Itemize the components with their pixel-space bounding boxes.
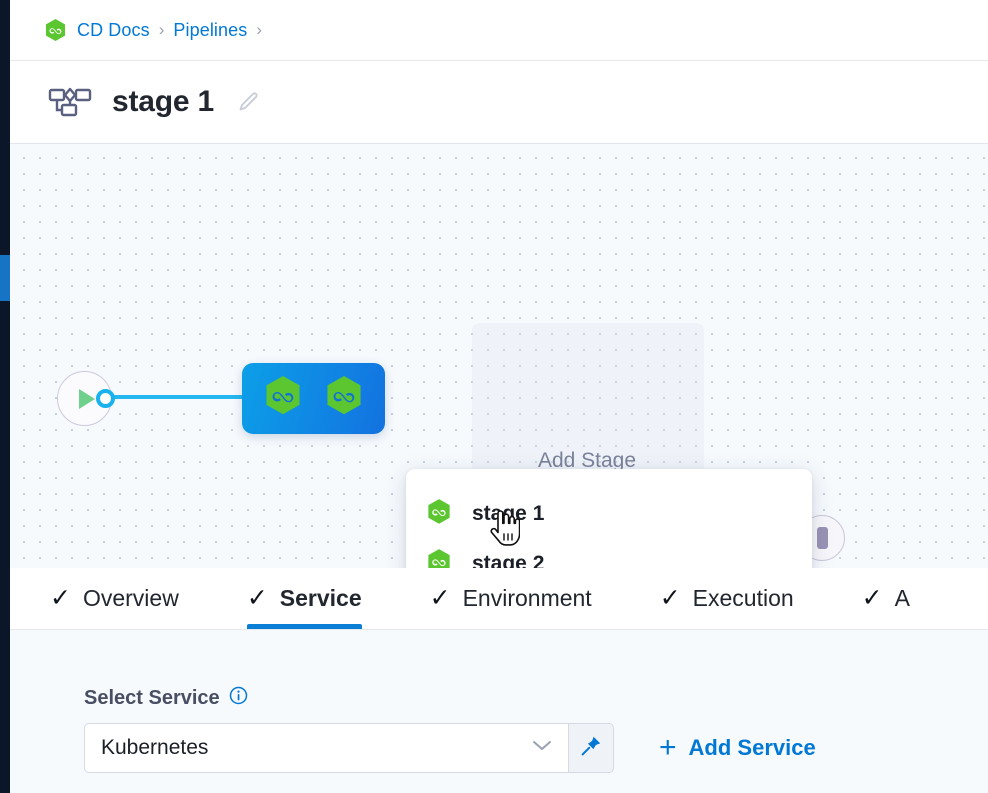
tab-label: Execution bbox=[692, 585, 794, 611]
check-icon: ✓ bbox=[50, 584, 71, 612]
start-connector-dot[interactable] bbox=[96, 389, 115, 408]
add-service-label: Add Service bbox=[688, 735, 816, 760]
stage-group-node[interactable] bbox=[242, 363, 385, 434]
add-stage-label[interactable]: Add Stage bbox=[537, 449, 637, 472]
tab-service[interactable]: ✓ Service bbox=[246, 568, 392, 629]
tab-overview[interactable]: ✓ Overview bbox=[50, 568, 209, 629]
stage-list-dropdown[interactable]: stage 1 stage 2 bbox=[406, 469, 812, 568]
pin-service-button[interactable] bbox=[569, 723, 614, 773]
left-nav-rail bbox=[0, 0, 10, 793]
chevron-down-icon bbox=[532, 739, 552, 757]
stage-config-tabs: ✓ Overview ✓ Service ✓ Environment ✓ Exe… bbox=[10, 568, 988, 630]
chevron-right-icon: › bbox=[256, 20, 263, 39]
harness-hexagon-icon bbox=[426, 548, 452, 568]
harness-hexagon-icon bbox=[263, 374, 303, 423]
dropdown-item-label: stage 2 bbox=[472, 552, 545, 568]
dropdown-item-label: stage 1 bbox=[472, 502, 545, 525]
pin-icon bbox=[580, 735, 602, 762]
select-service-value: Kubernetes bbox=[101, 736, 209, 759]
check-icon: ✓ bbox=[246, 584, 268, 612]
tab-environment[interactable]: ✓ Environment bbox=[430, 568, 622, 629]
tab-label: Service bbox=[279, 585, 362, 611]
dropdown-item-stage-1[interactable]: stage 1 bbox=[406, 489, 812, 539]
breadcrumb: CD Docs › Pipelines › bbox=[10, 0, 988, 61]
breadcrumb-item-cd-docs[interactable]: CD Docs bbox=[77, 19, 150, 40]
select-service-dropdown[interactable]: Kubernetes bbox=[84, 723, 569, 773]
select-service-label-row: Select Service bbox=[84, 686, 988, 710]
tab-label: Overview bbox=[82, 585, 179, 611]
harness-hexagon-icon bbox=[44, 18, 67, 43]
page-title: stage 1 bbox=[112, 85, 214, 118]
pipeline-canvas[interactable]: stage 1 + 1 more stages Add Stage stage … bbox=[10, 144, 988, 568]
check-icon: ✓ bbox=[659, 584, 681, 612]
play-triangle-icon bbox=[79, 388, 95, 409]
harness-hexagon-icon bbox=[426, 498, 452, 531]
tab-label: Environment bbox=[462, 585, 592, 611]
add-service-button[interactable]: + Add Service bbox=[659, 733, 816, 763]
tab-label: A bbox=[894, 585, 910, 611]
pencil-edit-icon[interactable] bbox=[236, 90, 260, 114]
stop-square-icon bbox=[816, 527, 828, 549]
check-icon: ✓ bbox=[861, 584, 883, 612]
select-service-control-row: Kubernetes + Add Service bbox=[84, 723, 988, 773]
harness-hexagon-icon bbox=[324, 374, 364, 423]
breadcrumb-item-pipelines[interactable]: Pipelines bbox=[173, 19, 248, 40]
chevron-right-icon: › bbox=[158, 20, 165, 39]
page-header: stage 1 bbox=[10, 61, 988, 144]
tab-advanced[interactable]: ✓ A bbox=[862, 568, 940, 629]
pipeline-diagram-icon bbox=[48, 85, 92, 119]
plus-icon: + bbox=[659, 731, 677, 764]
left-nav-rail-active-indicator[interactable] bbox=[0, 255, 10, 301]
select-service-label: Select Service bbox=[84, 686, 220, 709]
add-stage-placeholder[interactable] bbox=[472, 323, 704, 491]
info-circle-icon[interactable] bbox=[229, 686, 248, 710]
check-icon: ✓ bbox=[429, 584, 451, 612]
pipeline-connector-line bbox=[110, 395, 242, 399]
service-config-panel: Select Service Kubernetes bbox=[10, 630, 988, 793]
dropdown-item-stage-2[interactable]: stage 2 bbox=[406, 539, 812, 568]
tab-execution[interactable]: ✓ Execution bbox=[660, 568, 824, 629]
